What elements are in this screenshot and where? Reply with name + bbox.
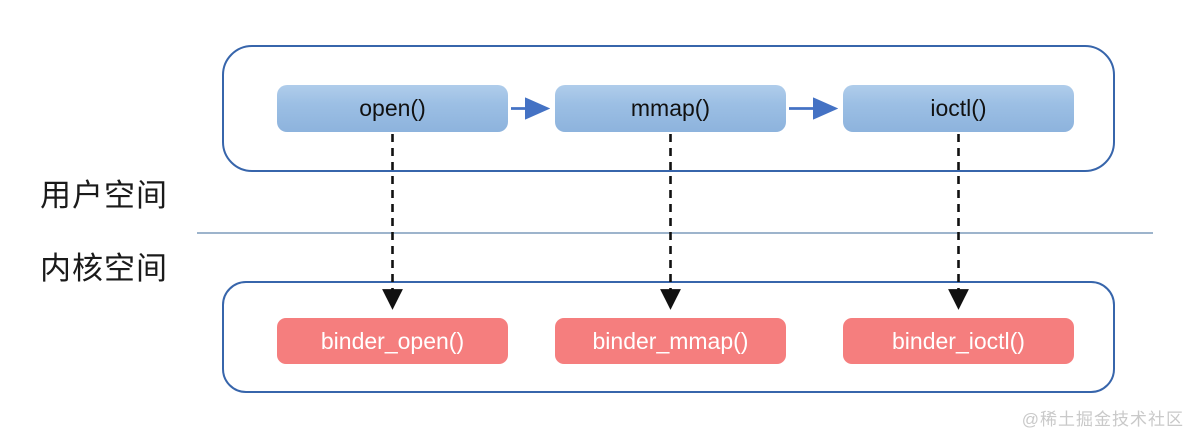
- ioctl-function-box: ioctl(): [843, 85, 1074, 132]
- binder-ioctl-function-box: binder_ioctl(): [843, 318, 1074, 364]
- mmap-function-box: mmap(): [555, 85, 786, 132]
- user-space-label: 用户空间: [40, 178, 168, 213]
- binder-open-function-box: binder_open(): [277, 318, 508, 364]
- binder-mmap-function-box: binder_mmap(): [555, 318, 786, 364]
- kernel-space-container: [222, 281, 1115, 393]
- watermark-text: @稀土掘金技术社区: [1021, 410, 1184, 429]
- open-function-box: open(): [277, 85, 508, 132]
- user-space-container: [222, 45, 1115, 172]
- space-separator-line: [197, 232, 1153, 234]
- kernel-space-label: 内核空间: [40, 251, 168, 286]
